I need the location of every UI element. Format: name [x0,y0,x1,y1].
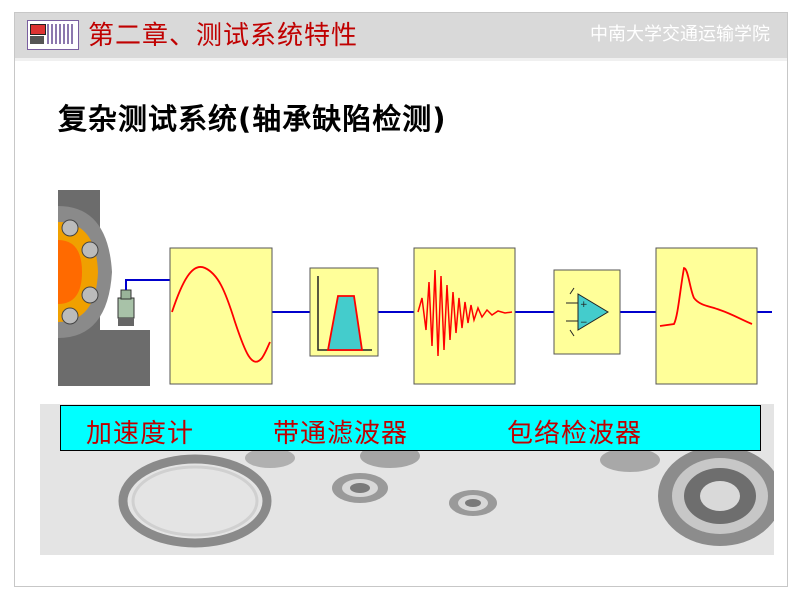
svg-text:−: − [580,318,588,328]
label-bandpass-filter: 带通滤波器 [273,419,409,449]
filtered-ringing-block [413,247,516,385]
school-name: 中南大学交通运输学院 [590,24,770,45]
envelope-output-block [655,247,758,385]
amplifier-block: + − [553,269,621,355]
bandpass-filter-block [309,267,379,357]
slide-title: 复杂测试系统(轴承缺陷检测) [58,102,447,136]
bearing-housing-icon [58,190,150,386]
component-label-bar [60,405,761,451]
header-divider [14,58,788,61]
accelerometer-sensor-icon [117,289,135,326]
instrument-logo-icon [27,20,79,50]
header-bar [14,12,788,58]
label-envelope-detector: 包络检波器 [507,419,643,449]
svg-text:+: + [580,300,588,310]
chapter-title: 第二章、测试系统特性 [88,21,359,51]
label-accelerometer: 加速度计 [86,419,195,449]
signal-connectors [125,279,772,313]
raw-signal-block [169,247,273,385]
